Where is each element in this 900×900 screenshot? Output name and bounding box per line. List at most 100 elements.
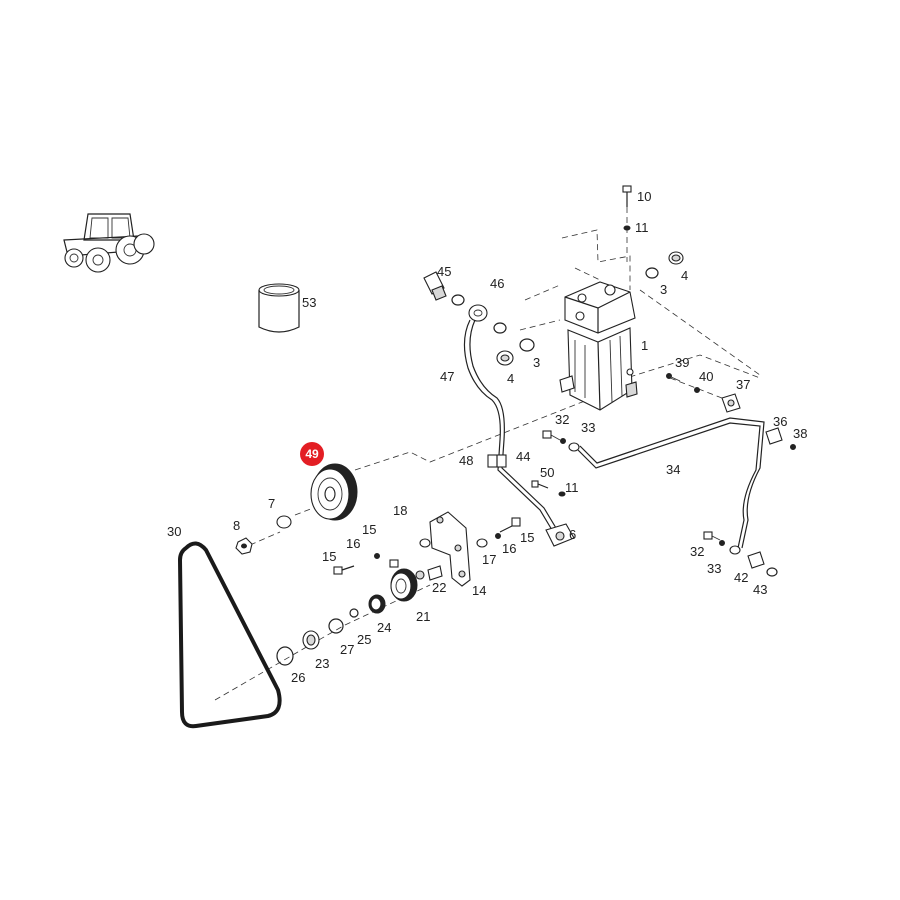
callout-14: 14 <box>472 583 486 598</box>
guide-line-box-left <box>561 229 631 290</box>
callout-27: 27 <box>340 642 354 657</box>
callout-33: 33 <box>581 420 595 435</box>
guide-line-nut <box>249 531 281 546</box>
callout-4: 4 <box>507 371 514 386</box>
callout-45: 45 <box>437 264 451 279</box>
callout-21: 21 <box>416 609 430 624</box>
guide-line-pulley <box>354 394 601 471</box>
callout-15: 15 <box>520 530 534 545</box>
callout-11: 11 <box>635 220 649 235</box>
callout-48: 48 <box>459 453 473 468</box>
fitting-45 <box>423 271 447 301</box>
plug-4-mid <box>496 350 514 366</box>
o-ring-3-mid <box>519 338 535 352</box>
callout-1: 1 <box>641 338 648 353</box>
fitting-32-lower <box>703 531 721 541</box>
bolt-50 <box>531 480 549 489</box>
pipe-47 <box>463 319 557 531</box>
banjo-fitting <box>468 304 488 322</box>
callout-30: 30 <box>167 524 181 539</box>
callout-32: 32 <box>555 412 569 427</box>
callout-6: 6 <box>569 527 576 542</box>
o-ring-3-top <box>645 267 659 279</box>
bearing-24 <box>368 594 386 614</box>
callout-38: 38 <box>793 426 807 441</box>
washer-7 <box>276 515 292 529</box>
highlight-badge-label: 49 <box>305 447 319 461</box>
callout-33: 33 <box>707 561 721 576</box>
callout-26: 26 <box>291 670 305 685</box>
clamp-48-44 <box>487 454 507 468</box>
flange-6 <box>545 523 575 547</box>
guide-line-box-right <box>639 289 761 376</box>
compressor-body <box>559 281 638 411</box>
fitting-32-upper <box>542 430 561 441</box>
pulley-49 <box>310 463 358 521</box>
callout-16: 16 <box>346 536 360 551</box>
washer-16-right <box>495 533 501 539</box>
washer-11-top <box>623 225 631 231</box>
callout-8: 8 <box>233 518 240 533</box>
callout-39: 39 <box>675 355 689 370</box>
washer-16-left <box>374 553 380 559</box>
callout-44: 44 <box>516 449 530 464</box>
bolt-15-mid <box>389 559 399 568</box>
bolt-10 <box>622 185 632 207</box>
guide-line-hub <box>214 584 431 701</box>
bearing-23 <box>302 630 320 650</box>
bolt-15-upper <box>499 517 521 533</box>
highlight-badge-circle <box>300 442 324 466</box>
washer-11-low <box>558 491 566 497</box>
callout-32: 32 <box>690 544 704 559</box>
o-ring-46-left <box>451 294 465 306</box>
circlip-25 <box>349 608 359 618</box>
callout-16: 16 <box>502 541 516 556</box>
union-33-upper <box>568 442 580 452</box>
washer-18 <box>419 538 431 548</box>
callout-15: 15 <box>322 549 336 564</box>
fitting-42 <box>747 551 765 569</box>
callout-23: 23 <box>315 656 329 671</box>
plug-4-top <box>668 251 684 265</box>
callout-10: 10 <box>637 189 651 204</box>
guide-line-fitting-top <box>524 284 561 301</box>
callout-17: 17 <box>482 552 496 567</box>
guide-line-fitting-left <box>519 319 561 331</box>
callout-42: 42 <box>734 570 748 585</box>
guide-lines <box>214 197 761 701</box>
o-ring-27 <box>328 618 344 634</box>
callout-53: 53 <box>302 295 316 310</box>
callout-4: 4 <box>681 268 688 283</box>
callout-24: 24 <box>377 620 391 635</box>
tractor-icon <box>63 213 155 273</box>
belt-30 <box>178 541 282 729</box>
fitting-36 <box>765 427 783 445</box>
callout-36: 36 <box>773 414 787 429</box>
callout-7: 7 <box>268 496 275 511</box>
callout-18: 18 <box>393 503 407 518</box>
washer-38 <box>790 444 796 450</box>
callout-11: 11 <box>565 480 579 495</box>
guide-line-rear <box>619 354 761 381</box>
circlip-26 <box>276 646 294 666</box>
o-ring-46-right <box>493 322 507 334</box>
callout-47: 47 <box>440 369 454 384</box>
bolt-39 <box>666 373 681 382</box>
callout-3: 3 <box>533 355 540 370</box>
bolt-15-left <box>333 565 355 575</box>
can-icon <box>258 283 300 333</box>
washer-33-lower <box>719 540 725 546</box>
callout-46: 46 <box>490 276 504 291</box>
guide-line-right-bolt <box>669 377 736 404</box>
callout-3: 3 <box>660 282 667 297</box>
washer-33-upper-a <box>560 438 566 444</box>
clamp-37 <box>721 393 741 413</box>
callout-22: 22 <box>432 580 446 595</box>
nut-8 <box>235 537 253 555</box>
callout-34: 34 <box>666 462 680 477</box>
washer-40 <box>694 387 700 393</box>
union-33-lower <box>729 545 741 555</box>
highlight-badge: 49 <box>300 442 324 466</box>
callout-40: 40 <box>699 369 713 384</box>
